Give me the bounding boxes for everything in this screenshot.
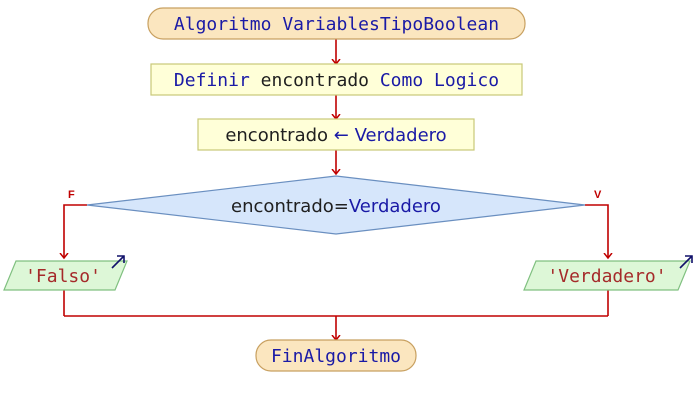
condition-left: encontrado (231, 196, 334, 217)
output-true-text: 'Verdadero' (547, 266, 666, 287)
type-name: Logico (434, 70, 499, 91)
edge-decision-false-branch (64, 204, 87, 258)
assign-arrow-icon: ← (334, 125, 349, 146)
start-terminal: Algoritmo VariablesTipoBoolean (147, 7, 526, 40)
svg-text:encontrado ← Verdadero: encontrado ← Verdadero (225, 125, 446, 146)
decision-node: encontrado=Verdadero (86, 175, 586, 235)
como-keyword: Como (380, 70, 423, 91)
assign-variable: encontrado (225, 125, 328, 146)
assignment-process: encontrado ← Verdadero (197, 118, 475, 151)
condition-operator: = (334, 196, 349, 217)
definir-variable: encontrado (261, 70, 369, 91)
true-branch-label: V (594, 189, 602, 201)
output-arrow-icon (111, 255, 125, 269)
condition-right: Verdadero (349, 196, 441, 217)
edge-decision-true-branch (585, 204, 608, 258)
false-branch-label: F (68, 189, 75, 201)
svg-text:Definir encontrado Como Logico: Definir encontrado Como Logico (174, 70, 499, 91)
svg-text:Algoritmo VariablesTipoBoolean: Algoritmo VariablesTipoBoolean (174, 14, 499, 35)
start-keyword: Algoritmo (174, 14, 272, 35)
connectors (64, 39, 608, 340)
output-arrow-icon (679, 255, 693, 269)
output-true: 'Verdadero' (523, 255, 693, 291)
output-false: 'Falso' (3, 255, 128, 291)
definir-keyword: Definir (174, 70, 250, 91)
svg-text:encontrado=Verdadero: encontrado=Verdadero (231, 196, 441, 217)
end-terminal: FinAlgoritmo (255, 339, 417, 372)
end-keyword: FinAlgoritmo (271, 346, 401, 367)
output-false-text: 'Falso' (25, 266, 101, 287)
definir-process: Definir encontrado Como Logico (150, 63, 523, 96)
assign-value: Verdadero (355, 125, 447, 146)
algorithm-name: VariablesTipoBoolean (282, 14, 499, 35)
